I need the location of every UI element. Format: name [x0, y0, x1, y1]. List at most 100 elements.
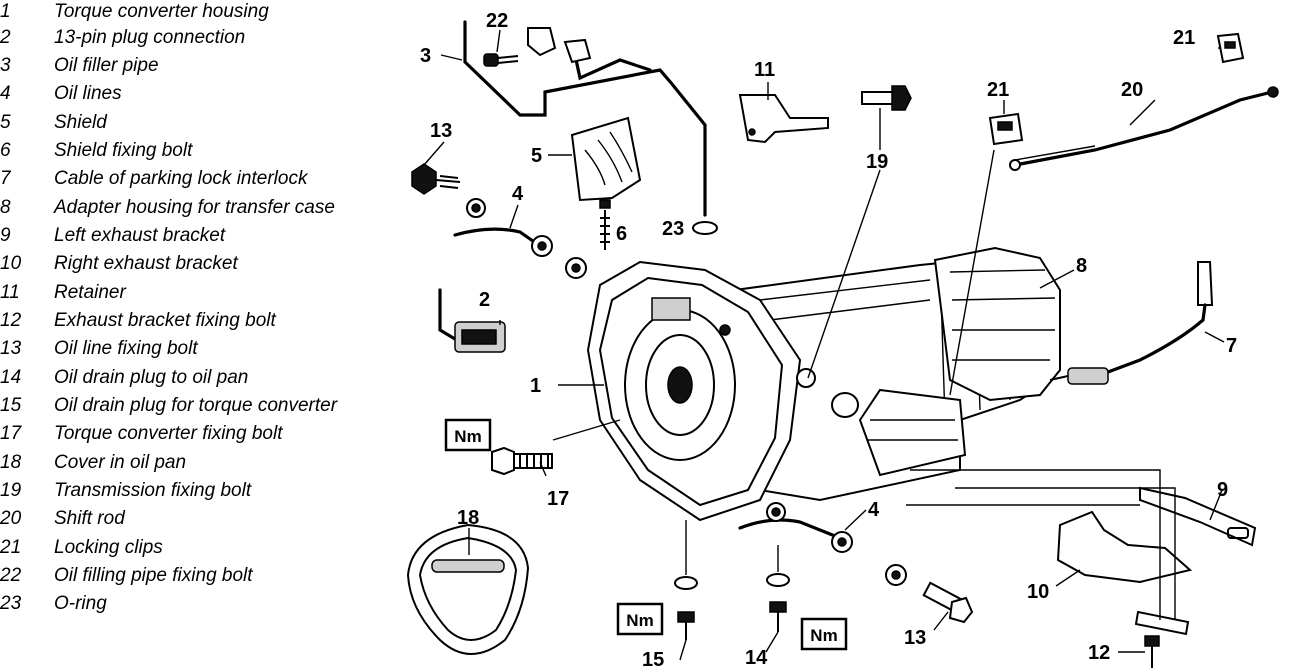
- legend-number: 15: [0, 395, 22, 416]
- torque-badge-text: Nm: [810, 626, 837, 645]
- callout-17: 17: [547, 488, 569, 510]
- legend-label: Shield: [54, 112, 107, 133]
- legend-number: 18: [0, 452, 22, 473]
- callout-4-upper: 4: [512, 183, 524, 205]
- callout-3: 3: [420, 45, 431, 67]
- legend-number: 8: [0, 197, 11, 218]
- retainer: [738, 94, 829, 144]
- legend-number: 2: [0, 27, 11, 48]
- legend-label: Transmission fixing bolt: [54, 480, 252, 501]
- callout-22: 22: [486, 10, 508, 32]
- legend-number: 17: [0, 423, 22, 444]
- callout-15: 15: [642, 649, 664, 670]
- shield-fixing-bolt: [599, 199, 611, 250]
- locking-clip-middle: [988, 112, 1024, 146]
- left-exhaust-bracket: [1139, 486, 1257, 547]
- torque-badge-text: Nm: [454, 427, 481, 446]
- torque-converter-fixing-bolt: [491, 446, 553, 476]
- transmission-body: [719, 246, 1061, 502]
- oil-lines-lower: [738, 502, 907, 586]
- torque-converter-housing: [586, 260, 816, 522]
- legend-label: Oil filling pipe fixing bolt: [54, 565, 253, 586]
- legend-label: Oil line fixing bolt: [54, 338, 198, 359]
- legend-label: Retainer: [54, 282, 126, 303]
- shield: [570, 116, 642, 202]
- legend-number: 10: [0, 253, 22, 274]
- legend-label: Locking clips: [54, 537, 163, 558]
- legend-number: 11: [0, 282, 20, 303]
- legend-number: 13: [0, 338, 22, 359]
- callout-5: 5: [531, 145, 542, 167]
- callout-19: 19: [866, 151, 888, 173]
- callout-9: 9: [1217, 479, 1228, 501]
- oil-lines-upper: [453, 227, 587, 279]
- legend-label: Right exhaust bracket: [54, 253, 238, 274]
- callout-11: 11: [754, 59, 775, 81]
- legend-label: Torque converter fixing bolt: [54, 423, 283, 444]
- callout-4-lower: 4: [868, 499, 880, 521]
- callout-23: 23: [662, 218, 684, 240]
- callout-21-right: 21: [1173, 27, 1195, 49]
- legend-label: Adapter housing for transfer case: [54, 197, 335, 218]
- oil-line-fixing-bolt-lower: [922, 581, 974, 624]
- legend-label: Torque converter housing: [54, 1, 269, 22]
- legend-number: 6: [0, 140, 11, 161]
- legend-number: 9: [0, 225, 11, 246]
- callout-8: 8: [1076, 255, 1087, 277]
- legend-number: 20: [0, 508, 22, 529]
- oil-filling-pipe-fixing-bolt: [483, 53, 519, 67]
- legend-label: Left exhaust bracket: [54, 225, 226, 246]
- legend-number: 5: [0, 112, 11, 133]
- callout-1: 1: [530, 375, 541, 397]
- callout-12: 12: [1088, 642, 1110, 664]
- legend-number: 7: [0, 168, 11, 189]
- legend-number: 21: [0, 537, 22, 558]
- locking-clip-right: [1216, 32, 1245, 64]
- legend-label: 13-pin plug connection: [54, 27, 246, 48]
- 13-pin-plug-connection: [438, 288, 506, 353]
- legend-label: Oil drain plug for torque converter: [54, 395, 338, 416]
- callout-2: 2: [479, 289, 490, 311]
- legend-label: Oil lines: [54, 83, 122, 104]
- shift-rod: [1009, 86, 1279, 171]
- legend-label: Cable of parking lock interlock: [54, 168, 308, 189]
- cable-of-parking-lock-interlock: [1049, 261, 1214, 385]
- torque-badge-15: Nm: [616, 602, 664, 636]
- callout-18: 18: [457, 507, 479, 529]
- callout-7: 7: [1226, 335, 1237, 357]
- callout-13-lower: 13: [904, 627, 926, 649]
- transmission-fixing-bolt-upper: [861, 85, 912, 111]
- oil-line-fixing-bolt-upper: [411, 163, 486, 218]
- legend-number: 12: [0, 310, 22, 331]
- o-ring: [692, 221, 718, 235]
- legend-number: 23: [0, 593, 22, 614]
- legend-number: 22: [0, 565, 22, 586]
- legend-label: Oil filler pipe: [54, 55, 159, 76]
- legend-label: Shift rod: [54, 508, 125, 529]
- legend-label: O-ring: [54, 593, 107, 614]
- oil-filler-pipe: [463, 20, 707, 217]
- legend-number: 1: [0, 1, 11, 22]
- torque-badge-17: Nm: [444, 418, 492, 452]
- legend-label: Oil drain plug to oil pan: [54, 367, 249, 388]
- oil-drain-plug-to-oil-pan: [766, 545, 790, 632]
- right-exhaust-bracket: [1056, 510, 1193, 636]
- legend-number: 19: [0, 480, 22, 501]
- legend-number: 4: [0, 83, 11, 104]
- callout-20: 20: [1121, 79, 1143, 101]
- legend-label: Cover in oil pan: [54, 452, 187, 473]
- callout-13-upper: 13: [430, 120, 452, 142]
- callout-6: 6: [616, 223, 627, 245]
- oil-drain-plug-for-torque-converter: [674, 520, 698, 640]
- torque-badge-text: Nm: [626, 611, 653, 630]
- callout-leaders: [423, 29, 1225, 661]
- callout-10: 10: [1027, 581, 1049, 603]
- legend-label: Shield fixing bolt: [54, 140, 193, 161]
- legend-number: 14: [0, 367, 22, 388]
- cover-in-oil-pan: [406, 523, 530, 655]
- callout-14: 14: [745, 647, 768, 669]
- exhaust-bracket-fixing-bolt: [1144, 635, 1160, 668]
- legend-number: 3: [0, 55, 11, 76]
- legend-label: Exhaust bracket fixing bolt: [54, 310, 276, 331]
